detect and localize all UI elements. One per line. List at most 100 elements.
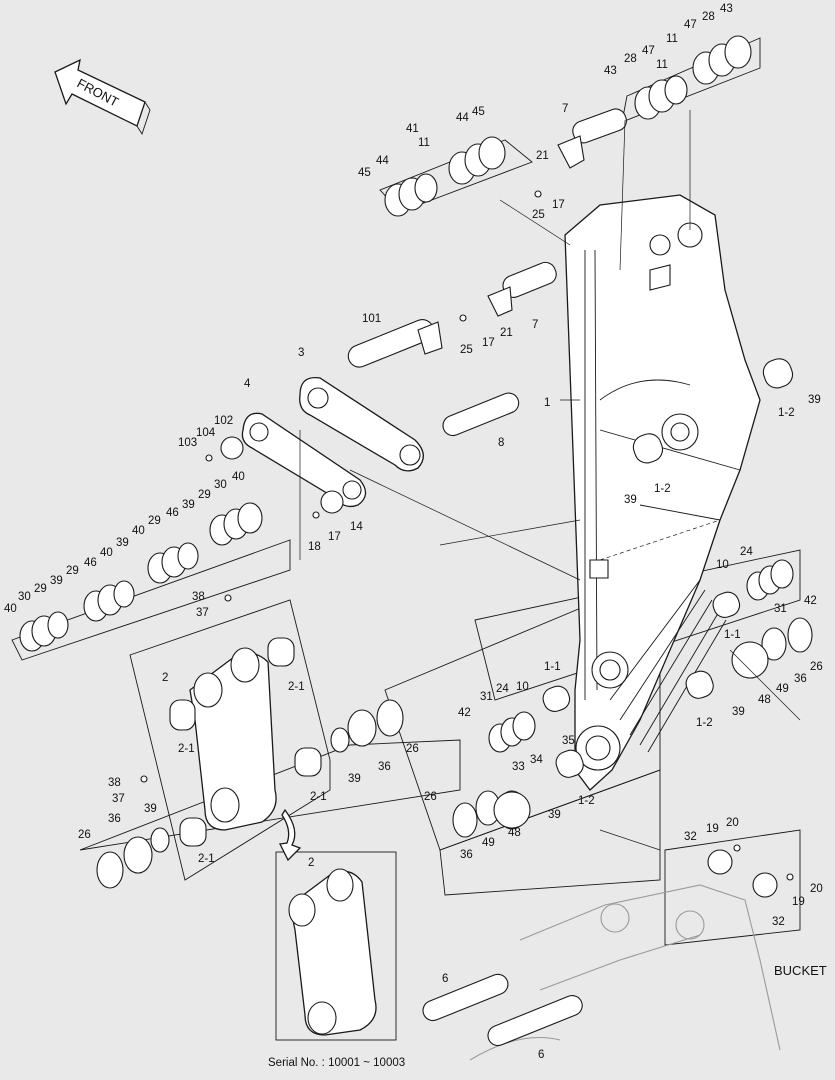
callout-labels: 43 28 47 11 43 28 47 11 7 21 17 25 44 41… [4,3,823,1061]
serial-inset-box [275,851,397,1041]
callout: 26 [424,791,437,803]
callout: 26 [78,829,91,841]
pin-7-lower [487,261,557,317]
callout: 1-2 [654,483,671,495]
callout: 38 [192,591,205,603]
callout: 48 [508,827,521,839]
callout: 2-1 [310,791,327,803]
callout: 28 [624,53,637,65]
callout: 34 [530,754,543,766]
callout: 49 [482,837,495,849]
callout: 39 [732,706,745,718]
plate-14 [320,490,344,514]
callout: 104 [196,427,216,439]
callout: 31 [480,691,493,703]
callout: 33 [512,761,525,773]
callout: 7 [562,103,568,115]
pin-6-a [422,973,509,1022]
callout: 8 [498,437,504,449]
bolts [140,190,794,881]
pin-6-b [487,995,583,1047]
callout: 21 [500,327,513,339]
callout: 2-1 [198,853,215,865]
callout: 29 [66,565,79,577]
callout: 6 [442,973,448,985]
leader-lines [299,110,801,851]
shim-stack-left [19,502,263,652]
link-3 [299,376,424,472]
callout: 26 [406,743,419,755]
callout: 18 [308,541,321,553]
callout: 39 [50,575,63,587]
callout: 17 [328,531,341,543]
callout: 19 [792,896,805,908]
callout: 11 [666,33,678,45]
callout: 42 [804,595,817,607]
callout: 46 [166,507,179,519]
front-arrow-icon: FRONT [54,58,151,136]
callout: 11 [656,59,668,71]
callout: 29 [34,583,47,595]
shim-stack-top-right [634,35,752,120]
callout: 35 [562,735,575,747]
callout: 101 [362,313,381,325]
callout: 39 [116,537,129,549]
callout: 36 [108,813,121,825]
callout: 30 [214,479,227,491]
callout: 48 [758,694,771,706]
callout: 39 [348,773,361,785]
callout: 24 [496,683,509,695]
callout: 31 [774,603,787,615]
callout: 4 [244,378,251,390]
plate-102 [220,436,244,460]
link-2 [169,637,322,847]
bucket-label: BUCKET [774,963,827,978]
callout: 40 [232,471,245,483]
callout: 39 [548,809,561,821]
pin-7-upper [557,108,627,169]
callout: 41 [406,123,419,135]
callout: 43 [720,3,733,15]
callout: 1-2 [778,407,795,419]
callout: 42 [458,707,471,719]
callout: 39 [144,803,157,815]
callout: 45 [358,167,371,179]
callout: 25 [460,344,473,356]
callout: 10 [716,559,729,571]
serial-note: Serial No. : 10001 ~ 10003 [268,1057,405,1069]
callout: 1-1 [724,629,741,641]
callout: 24 [740,546,753,558]
plate-32-b [752,872,778,898]
callout: 2-1 [288,681,305,693]
shim-stack-top-left [384,136,506,217]
callout: 40 [100,547,113,559]
callout: 20 [726,817,739,829]
bucket-ghost [469,884,781,1061]
callout: 102 [214,415,233,427]
pin-101 [347,319,443,368]
callout: 14 [350,521,363,533]
callout: 44 [376,155,389,167]
callout: 1-1 [544,661,561,673]
callout: 40 [132,525,145,537]
shim-stack-link [96,699,404,889]
callout: 36 [794,673,807,685]
callout: 103 [178,437,197,449]
callout: 1 [544,397,550,409]
callout: 37 [196,607,209,619]
callout: 7 [532,319,538,331]
callout: 20 [810,883,823,895]
callout: 47 [642,45,655,57]
callout: 1-2 [696,717,713,729]
callout: 19 [706,823,719,835]
callout: 1-2 [578,795,595,807]
callout: 47 [684,19,697,31]
callout: 11 [418,137,430,149]
callout: 2-1 [178,743,195,755]
callout: 25 [532,209,545,221]
callout: 29 [148,515,161,527]
callout: 32 [684,831,697,843]
pin-8 [442,392,520,437]
callout: 45 [472,106,485,118]
plate-48-right [731,641,769,679]
